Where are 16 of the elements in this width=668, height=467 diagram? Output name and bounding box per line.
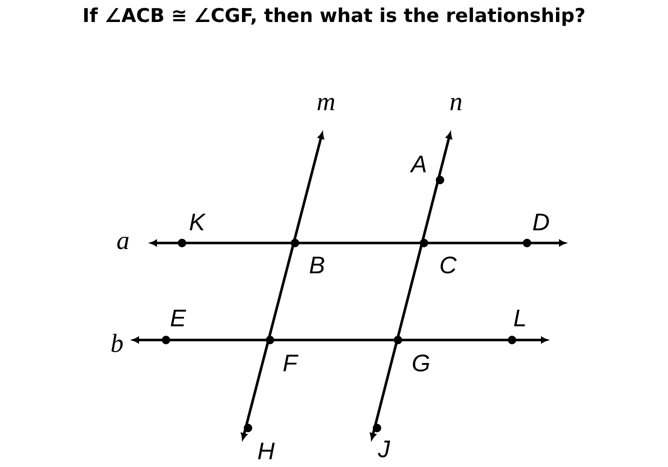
- point-label: E: [170, 310, 186, 326]
- point-label: C: [440, 256, 457, 274]
- point-label: B: [310, 256, 324, 274]
- point-label: J: [378, 440, 390, 458]
- point-label: L: [514, 310, 525, 326]
- point-label: F: [283, 354, 298, 372]
- point-label: H: [258, 442, 275, 460]
- question-title: If ∠ACB ≅ ∠CGF, then what is the relationship?: [84, 8, 584, 26]
- point-label: A: [410, 156, 426, 172]
- line-name: b: [111, 334, 123, 352]
- point-label: K: [190, 214, 206, 230]
- line-name: m: [318, 98, 334, 110]
- line-name: a: [117, 236, 129, 250]
- line-name: n: [450, 98, 462, 110]
- point-label: G: [412, 354, 430, 372]
- point-label: D: [533, 214, 549, 230]
